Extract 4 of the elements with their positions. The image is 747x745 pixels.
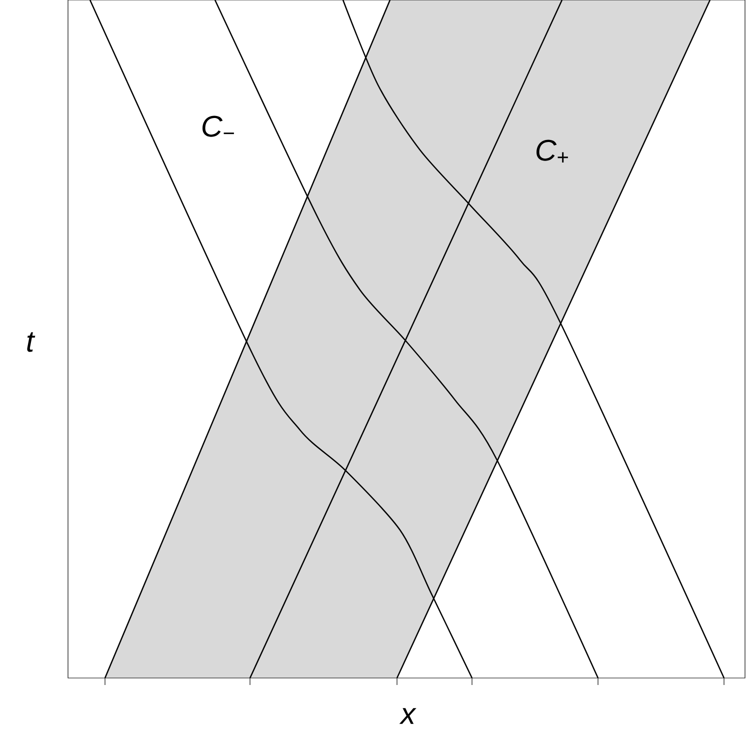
curve-label: C$_{+}$ — [536, 140, 568, 162]
axis-label: t — [27, 332, 36, 352]
curve-label: C$_{−}$ — [202, 116, 234, 137]
axis-label: x — [399, 708, 416, 724]
